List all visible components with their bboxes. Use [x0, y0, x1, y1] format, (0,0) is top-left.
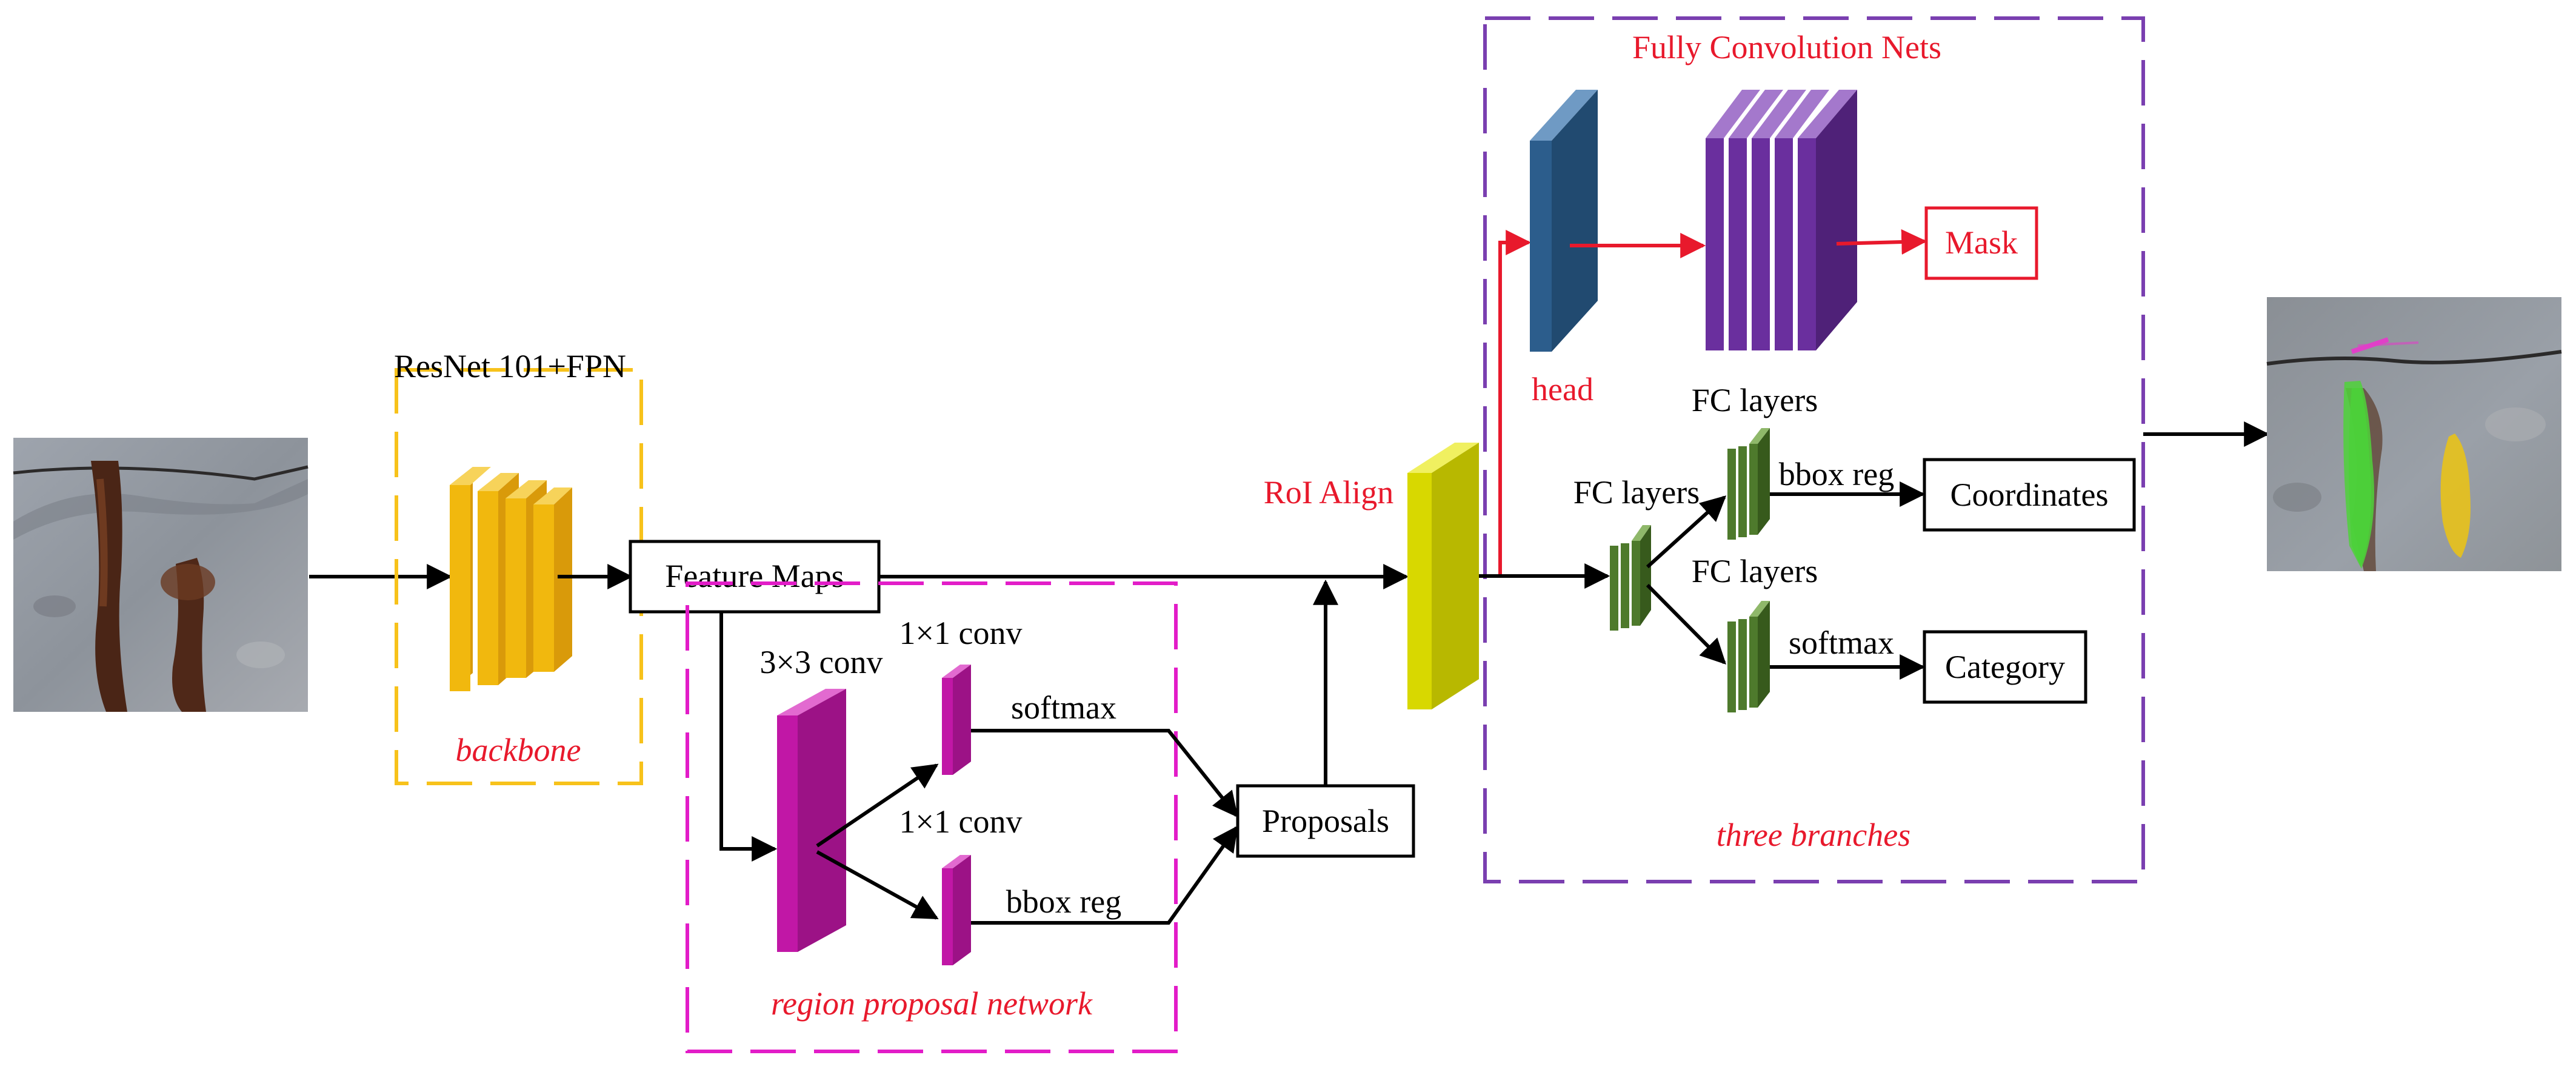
fc-layers-top-block	[1727, 428, 1770, 540]
roi-align-label: RoI Align	[1264, 474, 1394, 511]
roi-align-block	[1407, 443, 1479, 709]
coordinates-box	[1923, 458, 2136, 532]
arrow-conv3-to-conv1-top	[816, 763, 939, 848]
feature-maps-label: Feature Maps	[665, 558, 844, 594]
mask-label: Mask	[1945, 224, 2018, 261]
fc-layers-mid-block	[1610, 525, 1651, 631]
fcn-block-stack	[1706, 90, 1857, 350]
branch-softmax-label: softmax	[1789, 625, 1894, 661]
proposals-label: Proposals	[1262, 803, 1389, 839]
branches-caption: three branches	[1717, 817, 1910, 853]
arrow-feature-maps-to-rpn-conv	[719, 612, 778, 862]
rpn-bbox-reg-label: bbox reg	[1006, 883, 1121, 920]
coordinates-label: Coordinates	[1950, 477, 2109, 513]
rpn-caption: region proposal network	[771, 985, 1093, 1022]
backbone-title: ResNet 101+FPN	[394, 348, 626, 384]
arrow-conv3-to-conv1-bottom	[816, 850, 939, 920]
rpn-conv1-top-label: 1×1 conv	[899, 615, 1023, 651]
head-block	[1530, 90, 1598, 352]
feature-maps-box	[629, 540, 881, 614]
rpn-conv1-bottom-block	[942, 855, 971, 965]
output-image	[2266, 297, 2562, 571]
rpn-group: region proposal network 3×3 conv 1×1 con…	[686, 581, 1238, 1053]
branch-bbox-reg-label: bbox reg	[1779, 456, 1894, 492]
fc-layers-mid-label: FC layers	[1573, 474, 1700, 511]
arrow-fcn-to-mask	[1836, 229, 1927, 255]
arrow-fc-to-fc-top	[1646, 495, 1727, 569]
rpn-softmax-label: softmax	[1011, 689, 1116, 726]
fcn-title: Fully Convolution Nets	[1632, 29, 1941, 65]
rpn-conv3-label: 3×3 conv	[760, 644, 883, 680]
branches-group: Fully Convolution Nets three branches he…	[1479, 16, 2145, 883]
proposals-box	[1236, 784, 1415, 858]
fc-layers-bottom-label: FC layers	[1692, 553, 1818, 589]
arrow-fc-to-fc-bottom	[1646, 583, 1726, 665]
fc-layers-bottom-block	[1727, 601, 1770, 712]
backbone-feature-blocks	[450, 467, 572, 691]
rpn-conv1-top-block	[942, 665, 971, 775]
rpn-conv3-block	[777, 689, 846, 952]
head-label: head	[1532, 371, 1593, 407]
arrow-bbox-reg-to-proposals	[971, 825, 1238, 925]
arrow-softmax-to-proposals	[971, 729, 1238, 818]
backbone-group: ResNet 101+FPN backbone	[394, 348, 643, 785]
mask-box	[1924, 206, 2038, 280]
category-box	[1923, 630, 2087, 704]
rpn-conv1-bottom-label: 1×1 conv	[899, 803, 1023, 840]
backbone-caption: backbone	[456, 732, 581, 768]
input-image	[13, 438, 309, 712]
category-label: Category	[1945, 649, 2065, 685]
fc-layers-top-label: FC layers	[1692, 382, 1818, 418]
